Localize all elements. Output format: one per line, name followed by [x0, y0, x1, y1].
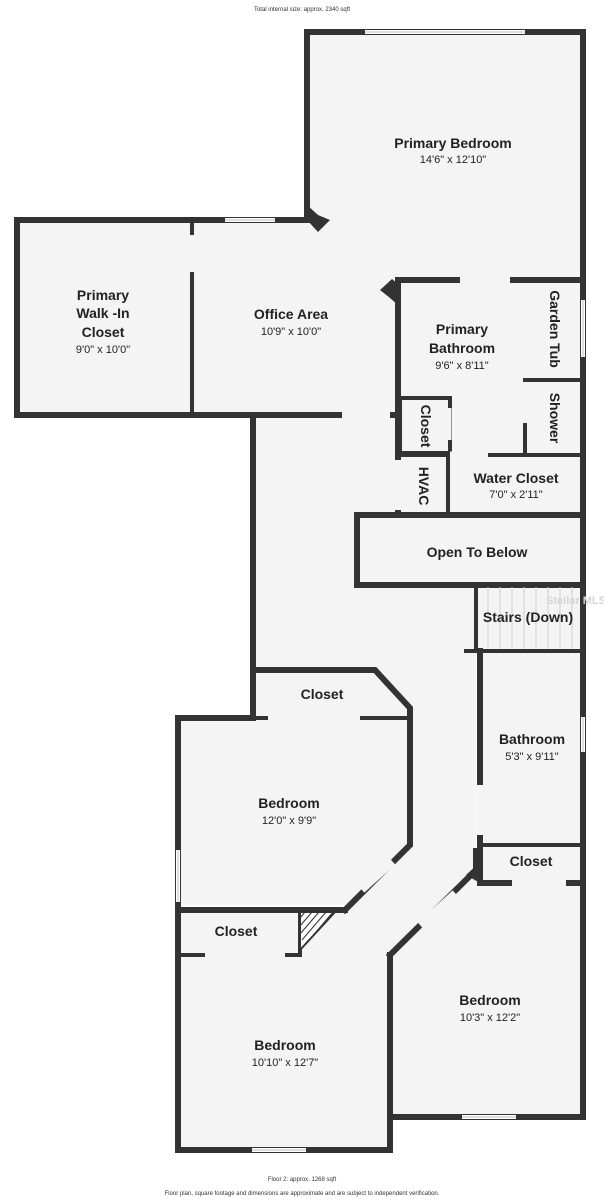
total-size-label: Total internal size: approx. 2340 sqft — [254, 7, 350, 13]
bedroom-lower-name: Bedroom — [254, 1037, 315, 1053]
bedroom-right-dims: 10'3" x 12'2" — [460, 1012, 520, 1024]
closet-left-label: Closet — [215, 923, 258, 939]
primary-bedroom-dims: 14'6" x 12'10" — [420, 154, 487, 166]
primary-closet-dims: 9'0" x 10'0" — [76, 344, 130, 356]
water-closet-name: Water Closet — [473, 470, 558, 486]
closet-small-label: Closet — [418, 405, 434, 448]
shower-label: Shower — [547, 393, 563, 444]
bathroom-name: Bathroom — [499, 731, 565, 747]
floor-fill — [17, 32, 583, 1150]
water-closet-dims: 7'0" x 2'11" — [489, 489, 542, 501]
closet-right-label: Closet — [510, 853, 553, 869]
room-labels: Primary Bedroom 14'6" x 12'10" Primary W… — [76, 135, 573, 1069]
bedroom-upper-name: Bedroom — [258, 795, 319, 811]
garden-tub-label: Garden Tub — [547, 290, 563, 368]
office-area-name: Office Area — [254, 306, 328, 322]
primary-bathroom-name-1: Primary — [436, 321, 488, 337]
primary-closet-name-3: Closet — [82, 324, 125, 340]
primary-bedroom-name: Primary Bedroom — [394, 135, 511, 151]
bedroom-right-name: Bedroom — [459, 992, 520, 1008]
bathroom-dims: 5'3" x 9'11" — [505, 751, 558, 763]
open-to-below-label: Open To Below — [427, 544, 528, 560]
disclaimer-text: Floor plan, square footage and dimension… — [165, 1191, 440, 1197]
stair-treads — [487, 587, 573, 649]
floor-size-label: Floor 2: approx. 1268 sqft — [268, 1177, 337, 1183]
office-area-dims: 10'9" x 10'0" — [261, 326, 321, 338]
closet-mid-label: Closet — [301, 686, 344, 702]
hvac-label: HVAC — [416, 467, 432, 506]
primary-closet-name-1: Primary — [77, 287, 129, 303]
primary-bathroom-name-2: Bathroom — [429, 340, 495, 356]
door-openings — [188, 235, 566, 959]
bedroom-lower-dims: 10'10" x 12'7" — [252, 1057, 319, 1069]
primary-bathroom-dims: 9'6" x 8'11" — [435, 360, 488, 372]
stairs-down-label: Stairs (Down) — [483, 609, 573, 625]
windows — [176, 30, 585, 1152]
primary-closet-name-2: Walk -In — [76, 305, 129, 321]
watermark-text: Stellar MLS — [546, 595, 604, 607]
bedroom-upper-dims: 12'0" x 9'9" — [262, 815, 316, 827]
